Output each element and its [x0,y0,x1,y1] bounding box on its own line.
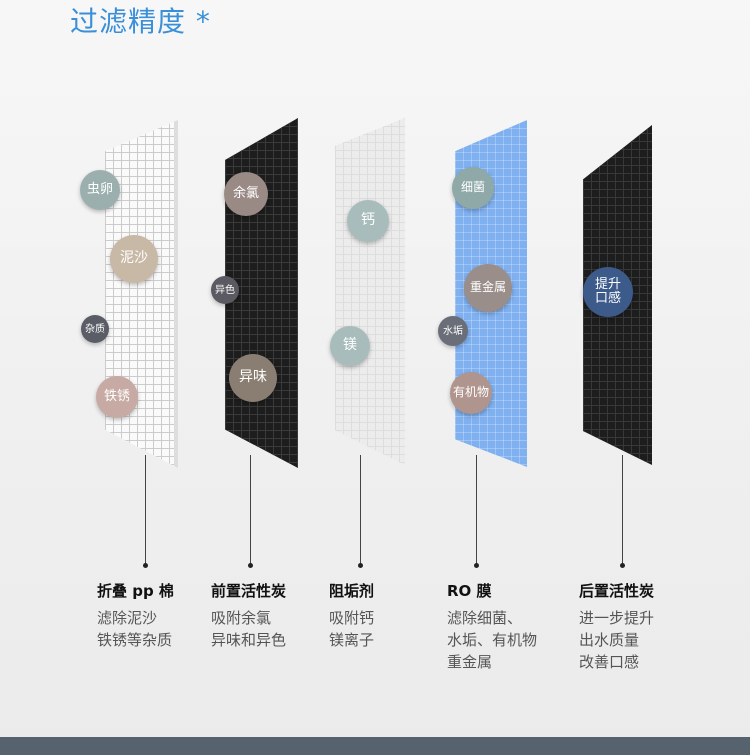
connector-line [476,455,477,565]
stage-title: 后置活性炭 [579,582,655,600]
stage-antiscale: 阻垢剂 吸附钙 镁离子 [329,580,374,651]
page-title: 过滤精度 * [70,5,211,38]
bubble-sand: 泥沙 [110,235,158,283]
connector-dot [143,563,148,568]
stage-desc: 吸附钙 [329,609,375,627]
connector-dot [474,563,479,568]
stage-desc: 滤除泥沙 [97,609,158,627]
stage-desc: 吸附余氯 [211,609,272,627]
stage-title: 折叠 pp 棉 [97,582,174,600]
connector-dot [620,563,625,568]
stage-desc: 滤除细菌、 [447,609,523,627]
connector-line [250,455,251,565]
connector-dot [248,563,253,568]
stage-title: 前置活性炭 [211,582,287,600]
bubble-taste: 提升口感 [583,267,633,317]
stage-desc: 镁离子 [329,631,375,649]
stage-desc: 进一步提升 [579,609,655,627]
stage-title: 阻垢剂 [329,582,375,600]
stage-desc: 重金属 [447,653,493,671]
stage-pp-cotton: 折叠 pp 棉 滤除泥沙 铁锈等杂质 [97,580,174,651]
stage-ro-membrane: RO 膜 滤除细菌、 水垢、有机物 重金属 [447,580,537,673]
bubble-organic: 有机物 [450,372,492,414]
stage-post-carbon: 后置活性炭 进一步提升 出水质量 改善口感 [579,580,654,673]
bubble-scale: 水垢 [438,316,468,346]
connector-line [622,455,623,565]
stage-desc: 异味和异色 [211,631,287,649]
connector-line [360,455,361,565]
bubble-impurity: 杂质 [81,315,109,343]
bubble-magnesium: 镁 [330,326,370,366]
stage-desc: 铁锈等杂质 [97,631,173,649]
connector-dot [358,563,363,568]
bubble-bacteria: 细菌 [452,167,494,209]
bubble-heavy-metal: 重金属 [464,264,512,312]
stage-pre-carbon: 前置活性炭 吸附余氯 异味和异色 [211,580,286,651]
bubble-discolor: 异色 [211,276,239,304]
antiscale-filter-panel [335,118,405,465]
stage-desc: 改善口感 [579,653,640,671]
stage-title: RO 膜 [447,582,492,600]
stage-desc: 水垢、有机物 [447,631,538,649]
bubble-eggs: 虫卵 [80,170,120,210]
bubble-chlorine: 余氯 [224,172,268,216]
stage-desc: 出水质量 [579,631,640,649]
bubble-calcium: 钙 [347,200,389,242]
bubble-rust: 铁锈 [96,376,138,418]
connector-line [145,455,146,565]
bubble-odor: 异味 [229,354,277,402]
footer-bar [0,737,750,755]
